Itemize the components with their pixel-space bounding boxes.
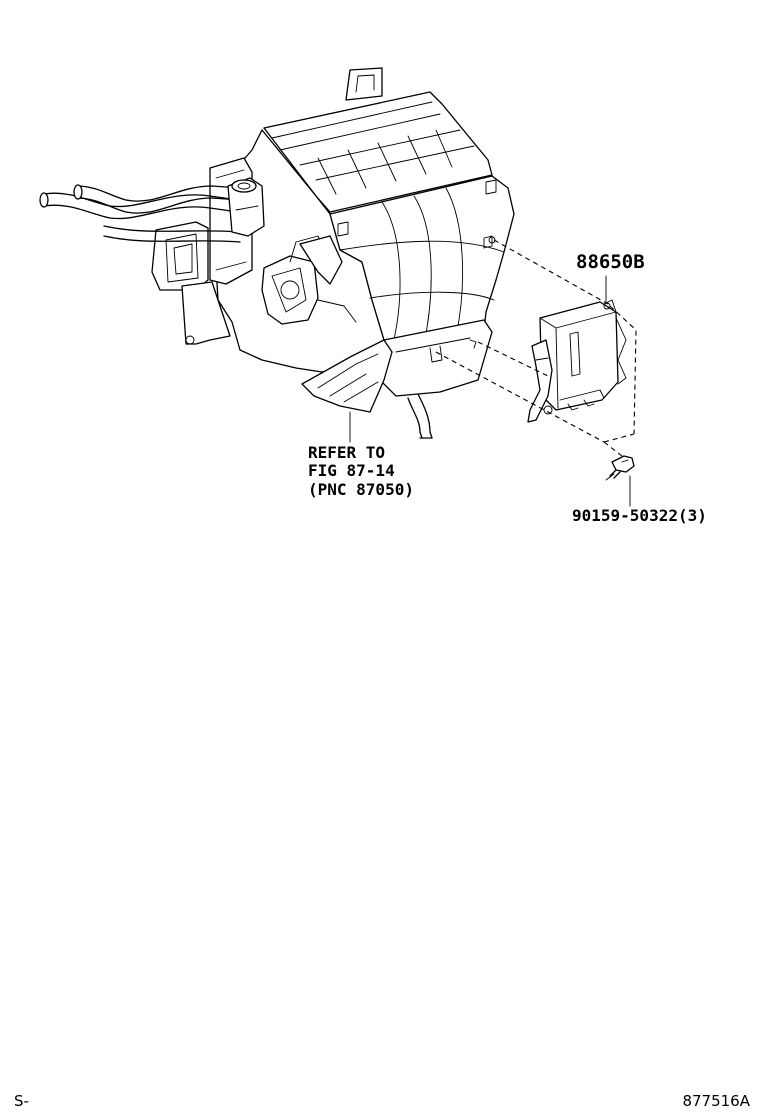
assembly-dashed-lines — [435, 239, 637, 457]
part-number-screw: 90159-50322(3) — [572, 506, 707, 525]
refer-to-line-3: (PNC 87050) — [308, 480, 414, 499]
part-number-88650b: 88650B — [576, 251, 645, 273]
refer-to-line-1: REFER TO — [308, 443, 385, 462]
footer-left-code: S- — [14, 1092, 29, 1110]
leader-lines — [349, 275, 631, 507]
refer-to-line-2: FIG 87-14 — [308, 461, 395, 480]
heater-unit-assembly — [39, 67, 515, 439]
footer-illustration-number: 877516A — [682, 1092, 750, 1110]
air-conditioner-amplifier-88650b — [527, 299, 627, 423]
screw-90159-50322 — [605, 455, 635, 481]
